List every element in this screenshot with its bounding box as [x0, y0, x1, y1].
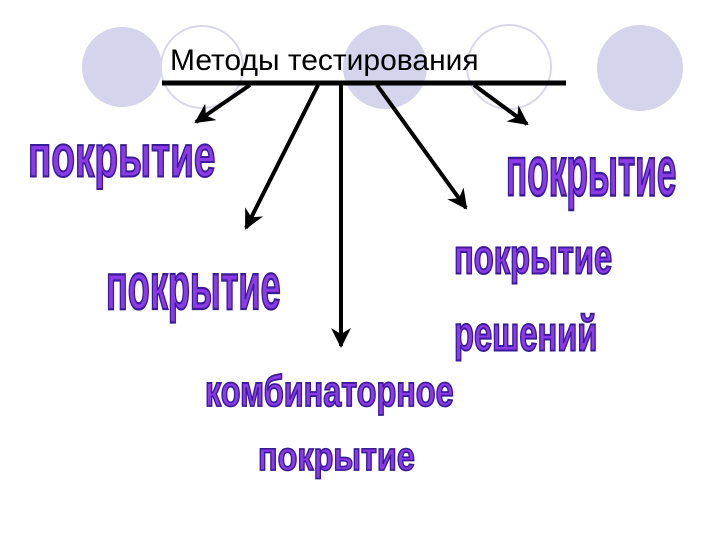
- node-mid-right-line1: покрытие: [453, 230, 613, 285]
- arrow-mid-left: [244, 84, 320, 230]
- arrow-top-right: [472, 83, 529, 126]
- node-top-left: покрытие: [27, 123, 216, 191]
- node-mid-left: покрытие: [105, 250, 281, 324]
- node-mid-right-line2: решений: [453, 307, 598, 362]
- decor-circle-outline-2: [466, 24, 552, 110]
- decor-circle-filled-1: [82, 27, 162, 107]
- decor-circle-filled-3: [597, 25, 683, 111]
- decor-circle-outline-1: [160, 25, 244, 109]
- arrow-mid-right: [375, 83, 468, 210]
- node-top-right: покрытие: [505, 133, 677, 212]
- diagram-title: Методы тестирования: [170, 44, 479, 77]
- node-bottom-center-line2: покрытие: [257, 433, 415, 479]
- arrow-top-left: [194, 83, 252, 124]
- node-bottom-center-line1: комбинаторное: [204, 366, 454, 416]
